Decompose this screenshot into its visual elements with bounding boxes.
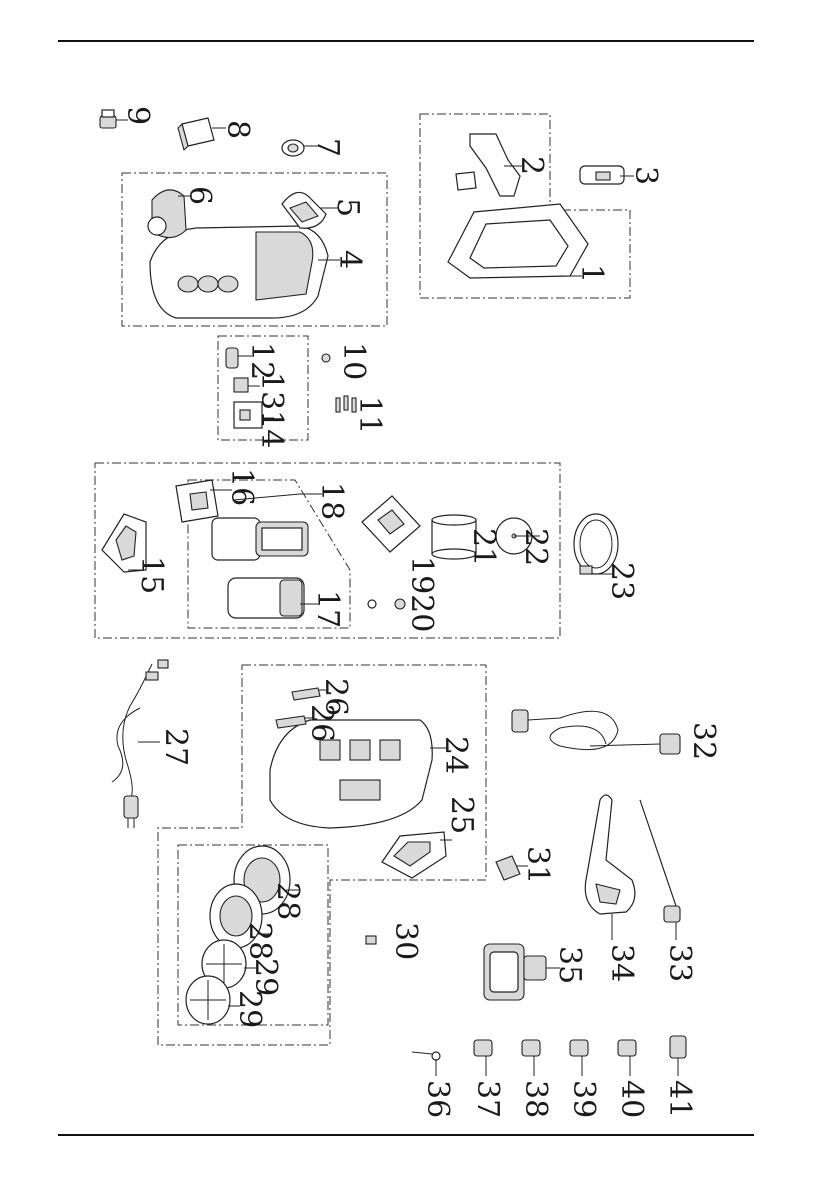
part-24-housing-icon (270, 720, 446, 828)
label-part-37: 37 (470, 1080, 505, 1118)
part-38-nozzle-icon (522, 1040, 540, 1076)
label-part-1: 1 (574, 264, 609, 283)
part-35-foam-bottle-icon (484, 944, 560, 1000)
label-part-33: 33 (662, 944, 697, 982)
part-20-seal-icon (395, 599, 405, 609)
part-41-nozzle-icon (670, 1036, 686, 1076)
label-part-41: 41 (662, 1080, 697, 1118)
label-part-23: 23 (604, 562, 639, 600)
label-part-7: 7 (310, 138, 345, 157)
part-16-bracket-icon (176, 480, 232, 522)
part-34-spray-gun-icon (585, 795, 635, 940)
part-37-nozzle-icon (474, 1040, 492, 1076)
label-part-35: 35 (552, 946, 587, 984)
label-part-11: 11 (352, 396, 387, 434)
label-part-10: 10 (336, 342, 371, 380)
label-part-22: 22 (518, 528, 553, 566)
label-part-36: 36 (420, 1080, 455, 1118)
part-10-screw-icon (322, 354, 330, 362)
part-30-screw-icon (366, 936, 376, 944)
label-part-31: 31 (520, 846, 555, 884)
label-part-40: 40 (614, 1080, 649, 1118)
label-part-28b: 28 (242, 922, 277, 960)
label-part-6: 6 (182, 186, 217, 205)
part-33-lance-icon (640, 800, 680, 940)
label-part-30: 30 (388, 922, 423, 960)
label-part-25: 25 (444, 796, 479, 834)
label-part-9: 9 (120, 106, 155, 125)
part-40-nozzle-icon (618, 1040, 636, 1076)
label-part-24: 24 (438, 736, 473, 774)
label-part-39: 39 (566, 1080, 601, 1118)
part-3-clip-icon (580, 166, 634, 184)
label-part-1314: 1314 (254, 372, 289, 448)
label-part-2: 2 (514, 156, 549, 175)
label-part-38: 38 (518, 1080, 553, 1118)
part-19-oring-icon (368, 600, 376, 608)
part-32-hose-icon (512, 710, 680, 754)
label-part-29b: 29 (232, 990, 267, 1028)
label-part-27: 27 (158, 728, 193, 766)
label-part-1920: 1920 (404, 556, 439, 632)
label-part-26b: 26 (304, 704, 339, 742)
label-part-3: 3 (628, 166, 663, 185)
label-part-4: 4 (332, 250, 367, 269)
part-36-needle-icon (412, 1052, 440, 1076)
part-39-nozzle-icon (570, 1040, 588, 1076)
label-part-28a: 28 (270, 882, 305, 920)
label-part-21: 21 (466, 528, 501, 566)
part-2-handle-icon (456, 134, 522, 196)
label-part-16: 16 (224, 468, 259, 506)
label-part-34: 34 (604, 944, 639, 982)
label-part-17: 17 (310, 590, 345, 628)
label-part-32: 32 (686, 722, 721, 760)
part-8-cover-icon (178, 118, 226, 150)
part-19-gasket-icon (362, 496, 420, 552)
part-17-motor-icon (228, 578, 318, 618)
label-part-15: 15 (134, 556, 169, 594)
label-part-18: 18 (314, 482, 349, 520)
part-4-body-panel-icon (150, 226, 340, 318)
part-25-base-tray-icon (382, 832, 452, 878)
part-1-handle-frame-icon (448, 204, 588, 278)
part-5-side-cover-icon (282, 192, 338, 228)
label-part-5: 5 (330, 198, 365, 217)
label-part-8: 8 (220, 120, 255, 139)
